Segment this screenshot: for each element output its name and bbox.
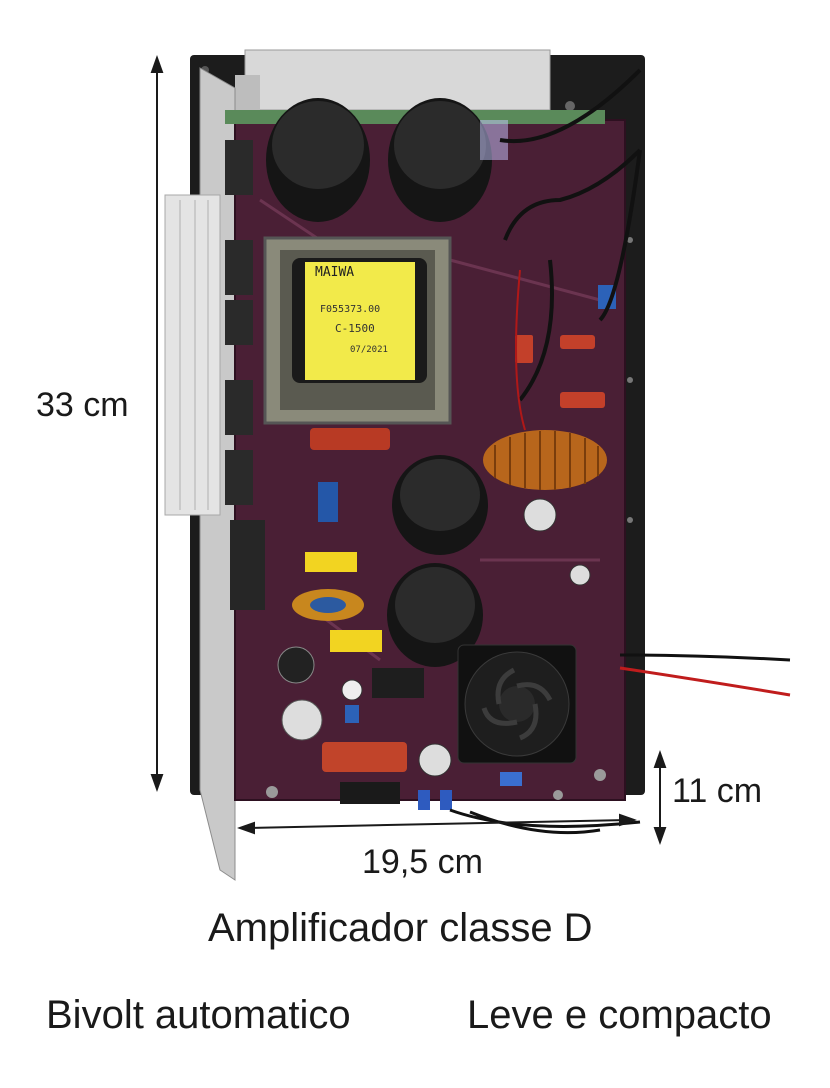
ic-chip [372,668,424,698]
wire-black [499,68,642,402]
transistor [225,140,253,195]
fuse-holder [340,782,400,804]
product-title: Amplificador classe D [208,906,593,950]
transistor [225,300,253,345]
film-capacitor [322,742,407,772]
toroid-inductor [483,430,607,490]
blue-component [318,482,338,522]
speaker-wire-black [619,653,791,662]
film-capacitor [310,428,390,450]
small-capacitor [341,679,363,701]
feature-compact: Leve e compacto [467,993,772,1037]
yellow-capacitor [305,552,357,572]
side-fin [164,194,221,516]
wire-red [515,269,526,431]
film-capacitor [560,335,595,349]
transistor [225,450,253,505]
power-wire [449,808,641,835]
height-arrow [150,55,164,792]
transformer-date: 07/2021 [350,345,388,355]
plate-hole [627,377,633,383]
feature-bivolt: Bivolt automatico [46,993,351,1037]
small-capacitor [281,699,323,741]
capacitor-top [394,101,486,189]
blue-component [345,705,359,723]
small-capacitor [418,743,452,777]
width-label: 19,5 cm [362,843,483,881]
transformer-label [305,262,415,380]
small-capacitor [277,646,315,684]
speaker-wire-red [619,666,791,697]
terminal [500,772,522,786]
capacitor-top [400,459,480,531]
width-arrow [237,813,637,835]
plate-hole [627,517,633,523]
screw [266,786,278,798]
transformer-model: C-1500 [335,322,375,335]
screw [553,790,563,800]
heatsink-bracket [235,75,260,115]
fan-hub [499,686,535,722]
small-toroid-core [310,597,346,613]
transistor [230,520,265,610]
fan-blades [481,667,553,741]
transistor [225,380,253,435]
terminal [440,790,452,810]
capacitor-top [395,567,475,643]
terminal [418,790,430,810]
toroid-winding [494,431,599,490]
film-capacitor [515,335,533,363]
screw [594,769,606,781]
transistor [225,240,253,295]
small-capacitor [523,498,557,532]
film-capacitor [560,392,605,408]
transformer-brand: MAIWA [315,265,354,280]
height-label: 33 cm [36,386,129,424]
plate-hole [627,237,633,243]
capacitor-top [272,101,364,189]
top-heatsink [244,49,551,111]
depth-arrow [653,750,667,845]
yellow-capacitor [330,630,382,652]
plate-hole [565,101,575,111]
transformer-part: F055373.00 [320,304,380,315]
small-capacitor [569,564,591,586]
depth-label: 11 cm [672,772,763,810]
